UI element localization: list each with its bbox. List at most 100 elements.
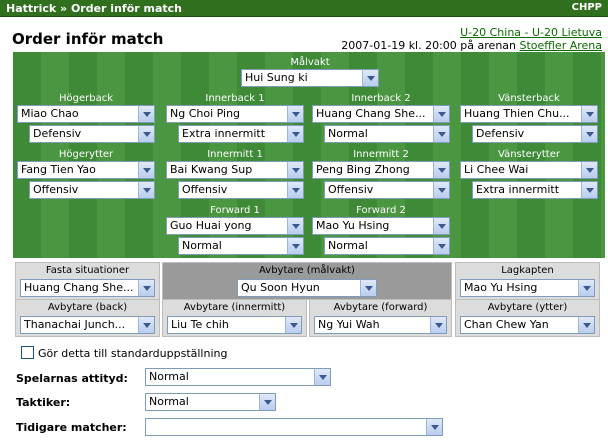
position-goalkeeper: Målvakt Hui Sung ki <box>241 56 379 87</box>
chevron-down-icon <box>287 106 303 122</box>
im2-player-select[interactable]: Peng Bing Zhong <box>312 161 450 179</box>
selected-value: Ng Yui Wah <box>318 318 380 331</box>
selected-value: Chan Chew Yan <box>464 318 549 331</box>
sub-wing-box: Avbytare (ytter) Chan Chew Yan <box>455 299 600 337</box>
selected-value: Ng Choi Ping <box>170 107 241 120</box>
selected-value: Fang Tien Yao <box>21 163 96 176</box>
selected-value: Huang Chang She... <box>316 107 426 120</box>
sub-wing-select[interactable]: Chan Chew Yan <box>460 316 595 334</box>
left-wing-player-select[interactable]: Li Chee Wai <box>460 161 598 179</box>
cb1-order-select[interactable]: Extra innermitt <box>178 125 304 143</box>
selected-value: Qu Soon Hyun <box>241 281 320 294</box>
fw1-order-select[interactable]: Normal <box>178 237 304 255</box>
attitude-select[interactable]: Normal <box>145 368 331 386</box>
chevron-down-icon <box>138 182 154 198</box>
chevron-down-icon <box>433 106 449 122</box>
position-label: Forward 2 <box>356 205 406 216</box>
chevron-down-icon <box>138 317 154 333</box>
chevron-down-icon <box>360 280 376 296</box>
position-label: Innerback 2 <box>351 93 411 104</box>
sub-im-select[interactable]: Liu Te chih <box>167 316 302 334</box>
selected-value: Peng Bing Zhong <box>316 163 410 176</box>
position-label: Innermitt 1 <box>207 149 263 160</box>
fw1-player-select[interactable]: Guo Huai yong <box>166 217 304 235</box>
position-label: Högerytter <box>58 149 114 160</box>
sub-fw-select[interactable]: Ng Yui Wah <box>314 316 447 334</box>
fw2-order-select[interactable]: Normal <box>324 237 450 255</box>
chevron-down-icon <box>287 238 303 254</box>
right-wing-player-select[interactable]: Fang Tien Yao <box>17 161 155 179</box>
position-cb2: Innerback 2 Huang Chang She... Normal <box>312 92 450 143</box>
chevron-down-icon <box>138 126 154 142</box>
selected-value: Li Chee Wai <box>464 163 529 176</box>
default-lineup-label: Gör detta till standarduppställning <box>38 347 228 360</box>
right-back-order-select[interactable]: Defensiv <box>29 125 155 143</box>
chevron-down-icon <box>362 70 378 86</box>
selected-value: Guo Huai yong <box>170 219 252 232</box>
position-label: Forward 1 <box>210 205 260 216</box>
chevron-down-icon <box>259 394 275 410</box>
position-left-back: Vänsterback Huang Thien Chu... Defensiv <box>460 92 598 143</box>
im1-player-select[interactable]: Bai Kwang Sup <box>166 161 304 179</box>
im1-order-select[interactable]: Offensiv <box>178 181 304 199</box>
cb1-player-select[interactable]: Ng Choi Ping <box>166 105 304 123</box>
arena-link[interactable]: Stoeffler Arena <box>519 39 603 52</box>
set-pieces-box: Fasta situationer Huang Chang She... <box>15 262 160 300</box>
sub-back-label: Avbytare (back) <box>47 302 128 313</box>
sub-im-label: Avbytare (innermitt) <box>183 302 286 313</box>
cb2-player-select[interactable]: Huang Chang She... <box>312 105 450 123</box>
selected-value: Thanachai Junch... <box>24 318 126 331</box>
selected-value: Huang Chang She... <box>24 281 134 294</box>
chevron-down-icon <box>433 238 449 254</box>
position-label: Vänsterytter <box>498 149 560 160</box>
chevron-down-icon <box>426 419 442 435</box>
right-back-player-select[interactable]: Miao Chao <box>17 105 155 123</box>
top-bar: Hattrick » Order inför match CHPP <box>0 0 608 17</box>
selected-value: Liu Te chih <box>171 318 229 331</box>
sub-wing-label: Avbytare (ytter) <box>487 302 568 313</box>
left-back-order-select[interactable]: Defensiv <box>472 125 598 143</box>
cb2-order-select[interactable]: Normal <box>324 125 450 143</box>
chevron-down-icon <box>287 182 303 198</box>
left-back-player-select[interactable]: Huang Thien Chu... <box>460 105 598 123</box>
captain-label: Lagkapten <box>501 265 554 276</box>
captain-select[interactable]: Mao Yu Hsing <box>460 279 595 297</box>
page-title: Order inför match <box>12 30 164 48</box>
sub-im-box: Avbytare (innermitt) Liu Te chih <box>162 299 307 337</box>
chevron-down-icon <box>138 106 154 122</box>
match-datetime: 2007-01-19 kl. 20:00 på arenan <box>341 39 520 52</box>
chevron-down-icon <box>287 162 303 178</box>
chevron-down-icon <box>581 182 597 198</box>
chevron-down-icon <box>433 182 449 198</box>
selected-value: Offensiv <box>33 183 79 196</box>
selected-value: Extra innermitt <box>182 127 266 140</box>
match-link[interactable]: U-20 China - U-20 Lietuva <box>460 26 602 39</box>
im2-order-select[interactable]: Offensiv <box>324 181 450 199</box>
attitude-label: Spelarnas attityd: <box>16 372 128 385</box>
position-im2: Innermitt 2 Peng Bing Zhong Offensiv <box>312 148 450 199</box>
selected-value: Normal <box>149 395 189 408</box>
tactic-select[interactable]: Normal <box>145 393 276 411</box>
set-pieces-select[interactable]: Huang Chang She... <box>20 279 155 297</box>
fw2-player-select[interactable]: Mao Yu Hsing <box>312 217 450 235</box>
selected-value: Mao Yu Hsing <box>316 219 390 232</box>
breadcrumb: Hattrick » Order inför match <box>6 2 182 15</box>
selected-value: Bai Kwang Sup <box>170 163 253 176</box>
position-label: Innerback 1 <box>205 93 265 104</box>
position-im1: Innermitt 1 Bai Kwang Sup Offensiv <box>166 148 304 199</box>
sub-back-select[interactable]: Thanachai Junch... <box>20 316 155 334</box>
chevron-down-icon <box>138 280 154 296</box>
chevron-down-icon <box>287 218 303 234</box>
sub-goalkeeper-select[interactable]: Qu Soon Hyun <box>237 279 377 297</box>
selected-value: Normal <box>328 127 368 140</box>
left-wing-order-select[interactable]: Extra innermitt <box>472 181 598 199</box>
chevron-down-icon <box>581 162 597 178</box>
chevron-down-icon <box>285 317 301 333</box>
previous-matches-select[interactable] <box>145 418 443 436</box>
default-lineup-checkbox[interactable] <box>21 346 34 359</box>
right-wing-order-select[interactable]: Offensiv <box>29 181 155 199</box>
position-right-back: Högerback Miao Chao Defensiv <box>17 92 155 143</box>
chevron-down-icon <box>314 369 330 385</box>
goalkeeper-select[interactable]: Hui Sung ki <box>241 69 379 87</box>
position-right-wing: Högerytter Fang Tien Yao Offensiv <box>17 148 155 199</box>
